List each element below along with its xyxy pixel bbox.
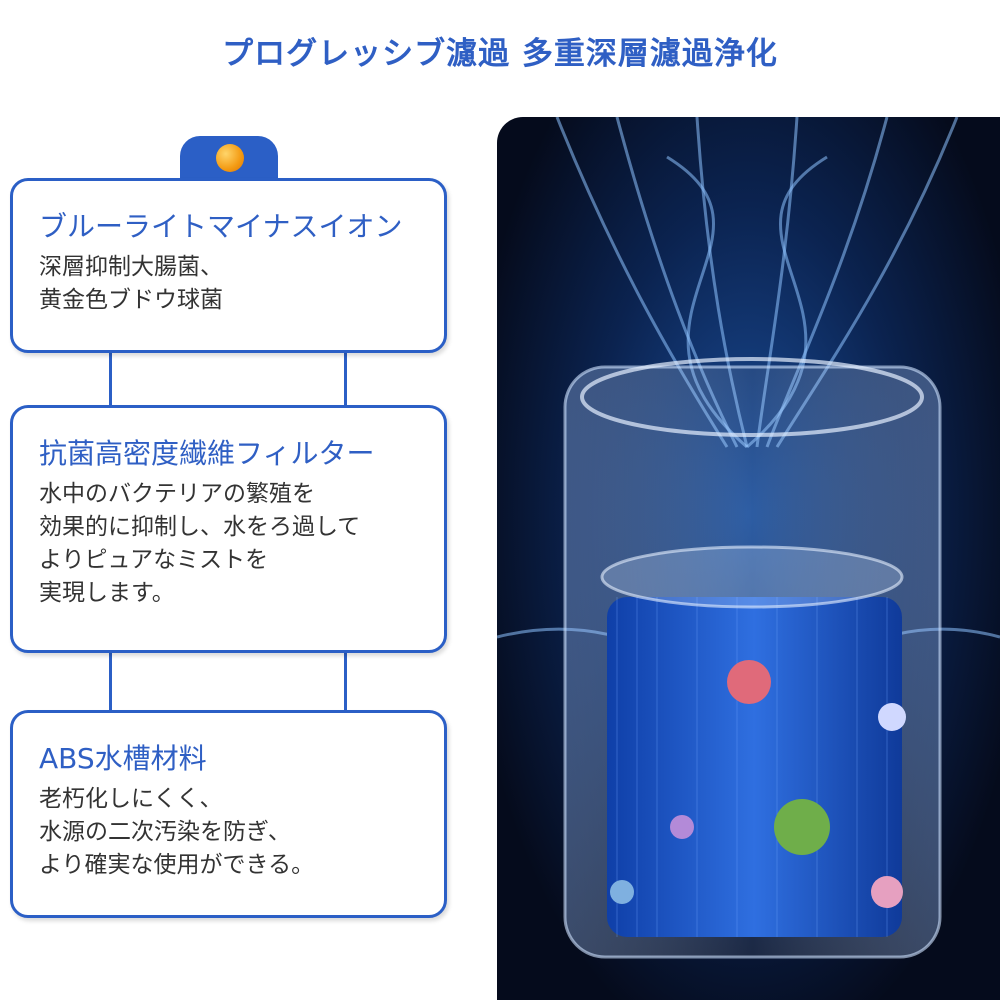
- feature-line: 効果的に抑制し、水をろ過して: [39, 514, 361, 540]
- bacteria-icon: [727, 660, 771, 704]
- feature-line: 深層抑制大腸菌、: [39, 254, 223, 280]
- feature-heading: 抗菌高密度繊維フィルター: [39, 437, 375, 470]
- bacteria-icon: [871, 876, 903, 908]
- page-title: プログレッシブ濾過 多重深層濾過浄化: [222, 36, 778, 72]
- bacteria-icon: [774, 799, 830, 855]
- feature-card-filter: 抗菌高密度繊維フィルター 水中のバクテリアの繁殖を 効果的に抑制し、水をろ過して…: [10, 405, 447, 653]
- product-filter-image: [497, 117, 1000, 1000]
- feature-heading: ブルーライトマイナスイオン: [39, 210, 403, 243]
- connector-line: [109, 650, 112, 712]
- feature-line: 老朽化しにくく、: [39, 786, 223, 812]
- filter-illustration: [497, 117, 1000, 959]
- feature-line: よりピュアなミストを: [39, 547, 269, 573]
- bacteria-icon: [878, 703, 906, 731]
- feature-heading: ABS水槽材料: [39, 742, 207, 775]
- feature-line: 実現します。: [39, 580, 175, 606]
- feature-line: 黄金色ブドウ球菌: [39, 287, 223, 313]
- feature-line: 水中のバクテリアの繁殖を: [39, 481, 315, 507]
- bacteria-icon: [610, 880, 634, 904]
- connector-line: [109, 350, 112, 408]
- tab-marker: [180, 136, 278, 180]
- feature-card-negative-ion: ブルーライトマイナスイオン 深層抑制大腸菌、 黄金色ブドウ球菌: [10, 178, 447, 353]
- connector-line: [344, 350, 347, 408]
- bacteria-icon: [670, 815, 694, 839]
- feature-line: より確実な使用ができる。: [39, 852, 315, 878]
- feature-card-abs-tank: ABS水槽材料 老朽化しにくく、 水源の二次汚染を防ぎ、 より確実な使用ができる…: [10, 710, 447, 918]
- connector-line: [344, 650, 347, 712]
- orange-dot-icon: [216, 144, 244, 172]
- feature-line: 水源の二次汚染を防ぎ、: [39, 819, 291, 845]
